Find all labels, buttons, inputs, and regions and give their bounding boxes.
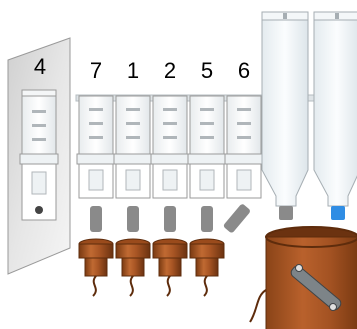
rack-unit-6[interactable]: 6	[223, 58, 264, 234]
nozzle-blue	[331, 206, 345, 220]
rack-number-label: 5	[201, 58, 213, 83]
nozzle	[164, 206, 176, 232]
copper-cup[interactable]	[189, 238, 225, 297]
bottle-10[interactable]: 10	[261, 11, 309, 220]
nozzle	[201, 206, 213, 232]
rack-number-label: 1	[127, 58, 139, 83]
rack-number-label: 7	[90, 58, 102, 83]
copper-cup[interactable]	[115, 238, 151, 297]
nozzle-tilted	[223, 204, 250, 233]
rack-number-label: 2	[164, 58, 176, 83]
nozzle	[90, 206, 102, 232]
bottle-3[interactable]: 3	[313, 11, 357, 220]
copper-cup[interactable]	[78, 238, 114, 297]
copper-cup[interactable]	[152, 238, 188, 297]
rack-unit-2[interactable]: 2	[150, 58, 190, 232]
nozzle	[279, 206, 293, 220]
door-number-label: 4	[34, 54, 46, 79]
rack-number-label: 6	[238, 58, 250, 83]
copper-pot[interactable]	[249, 226, 357, 329]
door-latch[interactable]	[19, 89, 59, 221]
rack-unit-5[interactable]: 5	[187, 58, 227, 232]
door-panel[interactable]: 4	[7, 37, 71, 275]
rack-unit-7[interactable]: 7	[76, 58, 116, 232]
keyhole-icon	[35, 206, 43, 214]
nozzle	[127, 206, 139, 232]
pot-handle-bracket	[290, 264, 342, 311]
rack-unit-1[interactable]: 1	[113, 58, 153, 232]
